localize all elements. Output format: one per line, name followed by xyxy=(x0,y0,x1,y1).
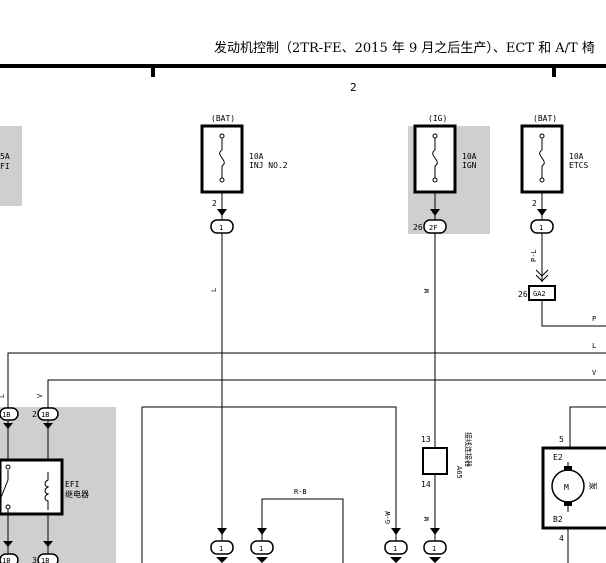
relay-coil-icon xyxy=(44,472,50,510)
ign-fuse-amp: 10A xyxy=(462,152,477,161)
pump-b2: B2 xyxy=(553,515,563,524)
w-low-label: W xyxy=(423,516,431,521)
relay-desc: 继电器 xyxy=(65,489,89,499)
1b-left-label: 1B xyxy=(2,411,10,419)
ign-connector-label: 2F xyxy=(429,224,437,232)
pump-name: 泵 xyxy=(588,482,597,490)
left-v-label: V xyxy=(36,393,44,398)
ign-arrow-icon xyxy=(430,209,440,216)
bottom-connector-3-label: 1 xyxy=(393,545,397,553)
inj-fuse-source: (BAT) xyxy=(211,114,235,123)
l-bus-label: L xyxy=(592,342,596,350)
etcs-fuse-amp: 10A xyxy=(569,152,584,161)
inj-fuse-node-bottom xyxy=(219,177,225,183)
gw-label: G-W xyxy=(384,511,392,524)
ga2-pin: 26 xyxy=(518,290,528,299)
etcs-wire-color: P-L xyxy=(530,249,538,262)
bottom-connector-2-label: 1 xyxy=(259,545,263,553)
bl-left-label: 1B xyxy=(2,557,10,563)
relay-name: EFI xyxy=(65,480,80,489)
etcs-double-chevron-icon xyxy=(535,269,549,282)
etcs-connector-label: 1 xyxy=(539,224,543,232)
page-index: 2 xyxy=(350,81,357,94)
rb-loop-wire xyxy=(261,498,344,563)
rb-label: R-B xyxy=(294,488,307,496)
inj-fuse-pin: 2 xyxy=(212,199,217,208)
ign-fuse-pin: 26 xyxy=(413,223,423,232)
a65-pin-bottom: 14 xyxy=(421,480,431,489)
ign-wire-color: W xyxy=(423,288,431,293)
ign-fuse-icon xyxy=(432,136,438,180)
bl-mid-connector xyxy=(37,553,59,563)
bottom-connector-3 xyxy=(384,540,408,555)
v-bus-label: V xyxy=(592,369,597,377)
1b-left-connector xyxy=(0,407,19,421)
left-fuse-shade xyxy=(0,126,22,206)
header-rule xyxy=(0,64,606,68)
bottom-connector-1 xyxy=(210,540,234,555)
inj-arrow-icon xyxy=(217,209,227,216)
header-tick-right xyxy=(552,68,556,77)
bottom-connector-1-label: 1 xyxy=(219,545,223,553)
ga2-label: GA2 xyxy=(533,290,546,298)
v-bus-wire xyxy=(47,379,606,408)
a65-code: A65 xyxy=(455,466,463,479)
efi-relay-box xyxy=(0,458,64,516)
a65-connector xyxy=(422,447,448,475)
center-frame-wire xyxy=(141,406,397,563)
page-title: 发动机控制（2TR-FE、2015 年 9 月之后生产）、ECT 和 A/T 椅 xyxy=(214,40,595,56)
bl-left-connector xyxy=(0,553,19,563)
bl-mid-pin: 3 xyxy=(32,556,37,563)
p-wire-label: P xyxy=(592,315,596,323)
etcs-fuse-source: (BAT) xyxy=(533,114,557,123)
etcs-fuse-icon xyxy=(539,136,545,180)
a65-pin-top: 13 xyxy=(421,435,431,444)
left-l-label: L xyxy=(0,394,6,398)
etcs-fuse-name: ETCS xyxy=(569,161,588,170)
pump-pin-bottom: 4 xyxy=(559,534,564,543)
pump-e2: E2 xyxy=(553,453,563,462)
header-tick-left xyxy=(151,68,155,77)
pump-top-wire xyxy=(569,406,606,448)
inj-fuse-node-top xyxy=(219,133,225,139)
bottom-connector-2 xyxy=(250,540,274,555)
pump-pin-top: 5 xyxy=(559,435,564,444)
left-fuse-name: FI xyxy=(0,162,10,171)
1b-mid-pin: 2 xyxy=(32,410,37,419)
inj-connector-label: 1 xyxy=(219,224,223,232)
1b-mid-label: 1B xyxy=(41,411,49,419)
bottom-connector-4 xyxy=(423,540,447,555)
ign-fuse-source: (IG) xyxy=(428,114,447,123)
bl-mid-label: 1B xyxy=(41,557,49,563)
etcs-fuse-pin: 2 xyxy=(532,199,537,208)
inj-fuse-name: INJ NO.2 xyxy=(249,161,288,170)
l-bus-wire xyxy=(7,352,606,412)
bottom-connector-4-label: 1 xyxy=(432,545,436,553)
inj-fuse-amp: 10A xyxy=(249,152,264,161)
ga2-wire xyxy=(541,300,606,327)
motor-label: M xyxy=(564,483,569,492)
etcs-arrow-icon xyxy=(537,209,547,216)
a65-name: 接线连接器 xyxy=(464,432,473,467)
ign-fuse-box xyxy=(413,124,457,194)
ign-fuse-name: IGN xyxy=(462,161,477,170)
inj-fuse-icon xyxy=(219,136,225,180)
inj-wire-color: L xyxy=(210,288,218,292)
left-fuse-amp: 5A xyxy=(0,152,10,161)
